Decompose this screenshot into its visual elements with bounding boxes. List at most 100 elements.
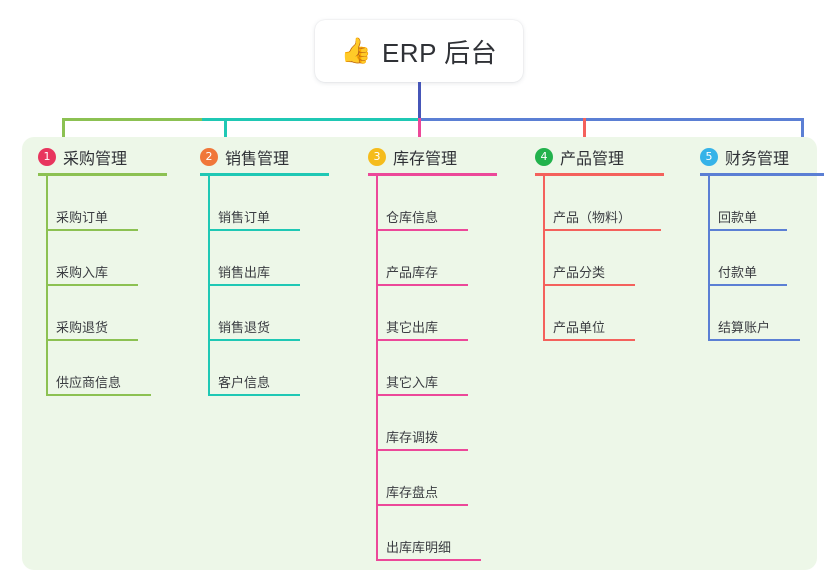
- leaf-rule: [543, 284, 635, 286]
- leaf-label: 产品（物料）: [553, 210, 632, 225]
- module-header-sales[interactable]: 2 销售管理: [200, 145, 289, 169]
- leaf-label: 销售退货: [218, 320, 271, 335]
- module-badge-5: 5: [700, 148, 718, 166]
- thumbs-up-icon: 👍: [340, 36, 372, 65]
- leaf-item[interactable]: 出库库明细: [376, 506, 481, 561]
- leaf-label: 客户信息: [218, 375, 271, 390]
- module-trunk-4: [543, 176, 545, 341]
- leaf-rule: [208, 339, 300, 341]
- leaf-label: 其它出库: [386, 320, 439, 335]
- leaf-label: 采购订单: [56, 210, 109, 225]
- leaf-rule: [376, 559, 481, 561]
- leaf-item[interactable]: 产品分类: [543, 231, 635, 286]
- leaf-label: 销售出库: [218, 265, 271, 280]
- leaf-label: 出库库明细: [386, 540, 452, 555]
- module-column-sales: 2 销售管理 销售订单 销售出库 销售退货 客户信息: [200, 137, 350, 570]
- leaf-rule: [543, 339, 635, 341]
- module-column-inventory: 3 库存管理 仓库信息 产品库存 其它出库 其它入库 库存调拨: [368, 137, 518, 570]
- leaf-rule: [208, 229, 300, 231]
- leaf-item[interactable]: 结算账户: [708, 286, 800, 341]
- leaf-rule: [46, 229, 138, 231]
- leaf-item[interactable]: 仓库信息: [376, 176, 468, 231]
- leaf-item[interactable]: 采购入库: [46, 231, 138, 286]
- leaf-rule: [46, 394, 151, 396]
- leaf-rule: [376, 229, 468, 231]
- leaf-rule: [376, 284, 468, 286]
- leaf-rule: [376, 449, 468, 451]
- module-title-5: 财务管理: [725, 151, 790, 168]
- root-node-title: ERP 后台: [381, 37, 498, 68]
- module-column-product: 4 产品管理 产品（物料） 产品分类 产品单位: [535, 137, 695, 570]
- leaf-rule: [708, 229, 787, 231]
- leaf-rule: [46, 284, 138, 286]
- module-rule-4: [535, 173, 664, 176]
- modules-panel: 1 采购管理 采购订单 采购入库 采购退货 供应商信息: [22, 137, 824, 570]
- leaf-rule: [708, 339, 800, 341]
- drop-connector-col-5: [801, 118, 804, 151]
- module-trunk-1: [46, 176, 48, 396]
- leaf-item[interactable]: 客户信息: [208, 341, 300, 396]
- leaf-rule: [208, 394, 300, 396]
- module-badge-2: 2: [200, 148, 218, 166]
- leaf-label: 回款单: [718, 210, 758, 225]
- leaf-item[interactable]: 采购退货: [46, 286, 138, 341]
- module-trunk-5: [708, 176, 710, 341]
- leaf-label: 付款单: [718, 265, 758, 280]
- module-title-2: 销售管理: [225, 151, 290, 168]
- bus-segment-blue: [418, 118, 803, 121]
- module-rule-1: [38, 173, 167, 176]
- leaf-item[interactable]: 库存调拨: [376, 396, 468, 451]
- root-node-card[interactable]: 👍 ERP 后台: [315, 20, 523, 82]
- leaf-rule: [208, 284, 300, 286]
- leaf-label: 采购退货: [56, 320, 109, 335]
- module-badge-3: 3: [368, 148, 386, 166]
- leaf-rule: [708, 284, 787, 286]
- drop-connector-col-2: [224, 118, 227, 151]
- leaf-label: 库存调拨: [386, 430, 439, 445]
- leaf-item[interactable]: 采购订单: [46, 176, 138, 231]
- leaf-item[interactable]: 供应商信息: [46, 341, 151, 396]
- leaf-item[interactable]: 产品（物料）: [543, 176, 661, 231]
- module-header-finance[interactable]: 5 财务管理: [700, 145, 789, 169]
- leaf-label: 产品库存: [386, 265, 439, 280]
- leaf-item[interactable]: 销售退货: [208, 286, 300, 341]
- leaf-label: 供应商信息: [56, 375, 122, 390]
- leaf-item[interactable]: 销售订单: [208, 176, 300, 231]
- leaf-rule: [376, 394, 468, 396]
- leaf-label: 产品分类: [553, 265, 606, 280]
- module-rule-3: [368, 173, 497, 176]
- module-trunk-2: [208, 176, 210, 396]
- leaf-item[interactable]: 回款单: [708, 176, 787, 231]
- leaf-rule: [376, 339, 468, 341]
- leaf-label: 仓库信息: [386, 210, 439, 225]
- module-column-finance: 5 财务管理 回款单 付款单 结算账户: [700, 137, 839, 570]
- bus-segment-green: [62, 118, 204, 121]
- leaf-item[interactable]: 其它出库: [376, 286, 468, 341]
- leaf-item[interactable]: 产品库存: [376, 231, 468, 286]
- leaf-item[interactable]: 其它入库: [376, 341, 468, 396]
- drop-connector-col-1: [62, 118, 65, 151]
- root-node-inner: 👍 ERP 后台: [341, 33, 497, 70]
- module-header-inventory[interactable]: 3 库存管理: [368, 145, 457, 169]
- drop-connector-col-4: [583, 118, 586, 151]
- module-rule-2: [200, 173, 329, 176]
- leaf-rule: [376, 504, 468, 506]
- leaf-label: 其它入库: [386, 375, 439, 390]
- module-header-purchasing[interactable]: 1 采购管理: [38, 145, 127, 169]
- module-trunk-3: [376, 176, 378, 561]
- module-badge-1: 1: [38, 148, 56, 166]
- leaf-item[interactable]: 产品单位: [543, 286, 635, 341]
- leaf-rule: [543, 229, 661, 231]
- bus-segment-teal: [202, 118, 420, 121]
- leaf-item[interactable]: 付款单: [708, 231, 787, 286]
- leaf-label: 产品单位: [553, 320, 606, 335]
- leaf-item[interactable]: 销售出库: [208, 231, 300, 286]
- leaf-label: 结算账户: [718, 320, 771, 335]
- leaf-label: 采购入库: [56, 265, 109, 280]
- leaf-item[interactable]: 库存盘点: [376, 451, 468, 506]
- leaf-rule: [46, 339, 138, 341]
- root-stem-connector: [418, 82, 421, 120]
- module-badge-4: 4: [535, 148, 553, 166]
- module-header-product[interactable]: 4 产品管理: [535, 145, 624, 169]
